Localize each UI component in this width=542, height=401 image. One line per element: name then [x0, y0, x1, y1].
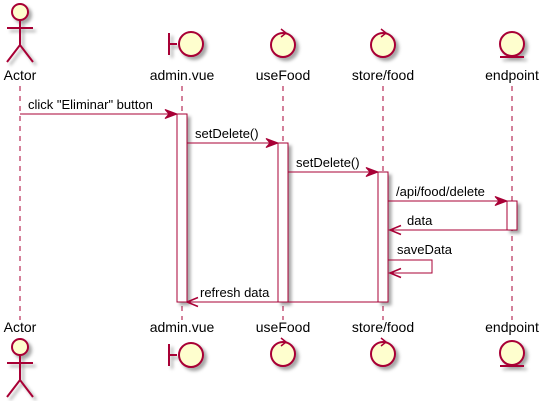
- entity-icon: [499, 31, 525, 58]
- message-label: saveData: [397, 242, 453, 257]
- participant-name: store/food: [352, 319, 414, 335]
- activation-store: [377, 171, 389, 303]
- control-icon: [370, 28, 396, 58]
- participant-name: useFood: [256, 319, 310, 335]
- participant-name: admin.vue: [150, 67, 215, 83]
- boundary-icon: [168, 31, 204, 57]
- message-label: data: [407, 213, 433, 228]
- actor-icon: [6, 338, 34, 398]
- bottom-participant-labels: Actor admin.vue useFood store/food endpo…: [4, 319, 539, 335]
- boundary-icon: [168, 342, 204, 368]
- top-participant-labels: Actor admin.vue useFood store/food endpo…: [4, 67, 539, 83]
- control-icon: [370, 337, 396, 367]
- message-arrow: data: [388, 213, 507, 236]
- message-label: click "Eliminar" button: [28, 97, 153, 112]
- activation-endpoint: [506, 200, 518, 231]
- participant-name: Actor: [4, 319, 37, 335]
- message-label: refresh data: [200, 285, 270, 300]
- actor-icon: [6, 3, 34, 63]
- control-icon: [270, 337, 296, 367]
- participant-name: useFood: [256, 67, 310, 83]
- participant-name: Actor: [4, 67, 37, 83]
- message-arrow: /api/food/delete: [388, 184, 509, 206]
- message-arrow: click "Eliminar" button: [20, 97, 179, 119]
- message-label: setDelete(): [296, 155, 360, 170]
- participant-name: store/food: [352, 67, 414, 83]
- message-arrow: setDelete(): [288, 155, 380, 177]
- activation-usefood: [277, 142, 289, 303]
- activation-admin: [176, 113, 188, 303]
- control-icon: [270, 28, 296, 58]
- messages: click "Eliminar" button setDelete() setD…: [20, 97, 509, 308]
- self-message-arrow: saveData: [388, 242, 453, 279]
- message-arrow: setDelete(): [187, 126, 280, 148]
- participant-name: endpoint: [485, 67, 539, 83]
- participant-name: admin.vue: [150, 319, 215, 335]
- message-arrow: refresh data: [185, 285, 378, 308]
- activations: [176, 113, 518, 303]
- entity-icon: [499, 340, 525, 367]
- message-label: setDelete(): [195, 126, 259, 141]
- bottom-participants: [6, 337, 525, 398]
- participant-name: endpoint: [485, 319, 539, 335]
- top-participants: [6, 3, 525, 63]
- message-label: /api/food/delete: [396, 184, 485, 199]
